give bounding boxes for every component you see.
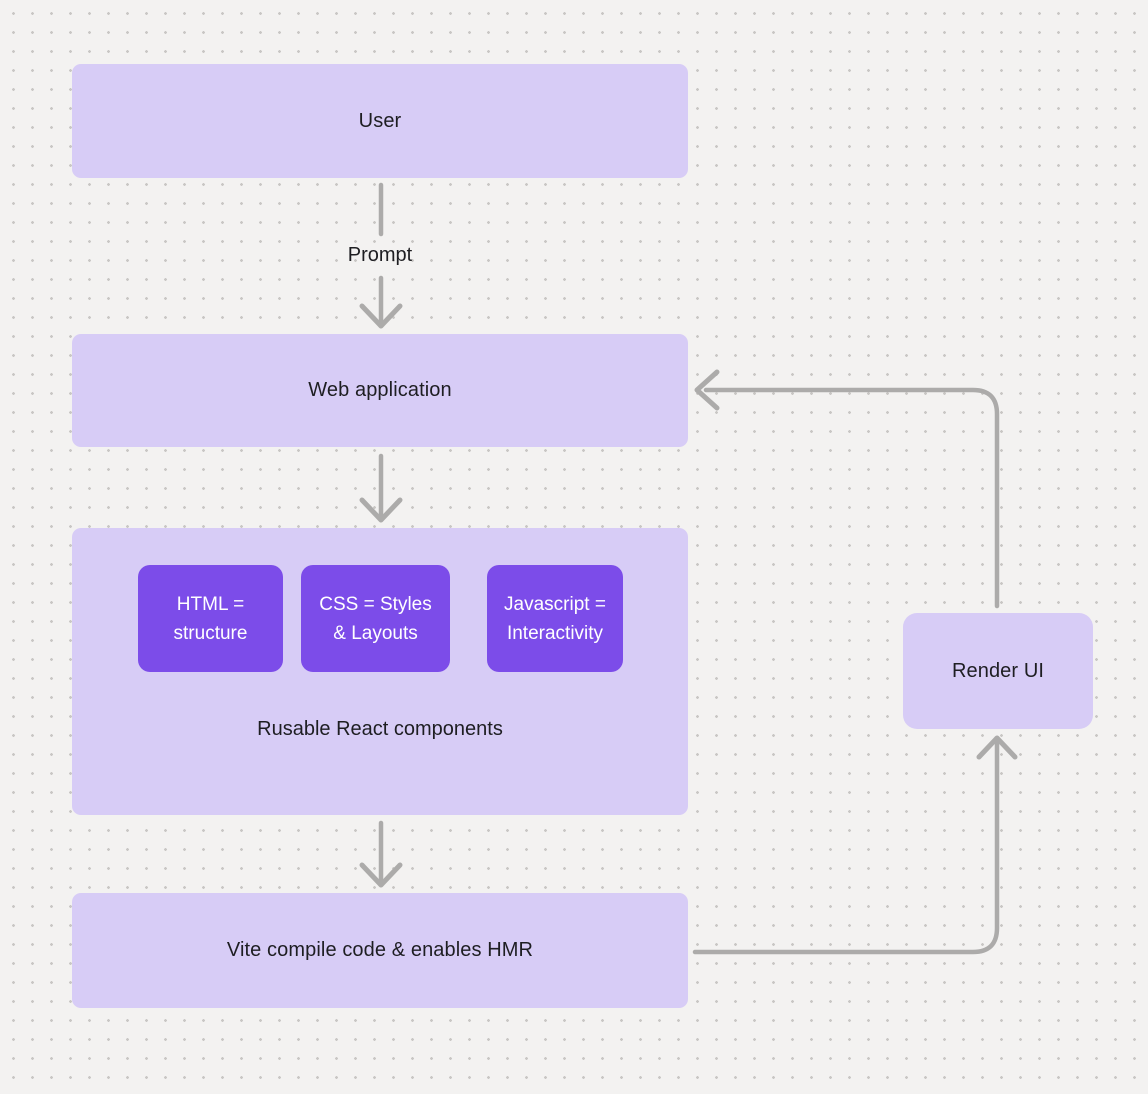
node-vite-label: Vite compile code & enables HMR	[226, 939, 534, 961]
node-user-label: User	[358, 109, 402, 132]
arrow-renderui-to-webapp[interactable]	[694, 369, 1000, 609]
chip-javascript-label: Javascript = Interactivity	[504, 593, 606, 644]
arrow-vite-to-renderui[interactable]	[692, 735, 1018, 955]
node-vite[interactable]: Vite compile code & enables HMR	[72, 893, 688, 1008]
edge-label-prompt[interactable]: Prompt	[347, 244, 413, 266]
node-render-ui-label: Render UI	[951, 659, 1045, 682]
chip-css-label: CSS = Styles & Layouts	[319, 593, 432, 644]
node-web-application[interactable]: Web application	[72, 334, 688, 447]
node-render-ui[interactable]: Render UI	[903, 613, 1093, 729]
arrow-webapp-to-components[interactable]	[359, 453, 403, 523]
arrow-prompt-to-webapp[interactable]	[359, 275, 403, 329]
chip-css[interactable]: CSS = Styles & Layouts	[301, 565, 450, 672]
components-group-label: Rusable React components	[257, 718, 503, 740]
arrow-components-to-vite[interactable]	[359, 820, 403, 888]
node-web-application-label: Web application	[308, 379, 452, 401]
node-user[interactable]: User	[72, 64, 688, 178]
chip-javascript[interactable]: Javascript = Interactivity	[487, 565, 623, 672]
chip-html-label: HTML = structure	[173, 593, 248, 644]
chip-html[interactable]: HTML = structure	[138, 565, 283, 672]
